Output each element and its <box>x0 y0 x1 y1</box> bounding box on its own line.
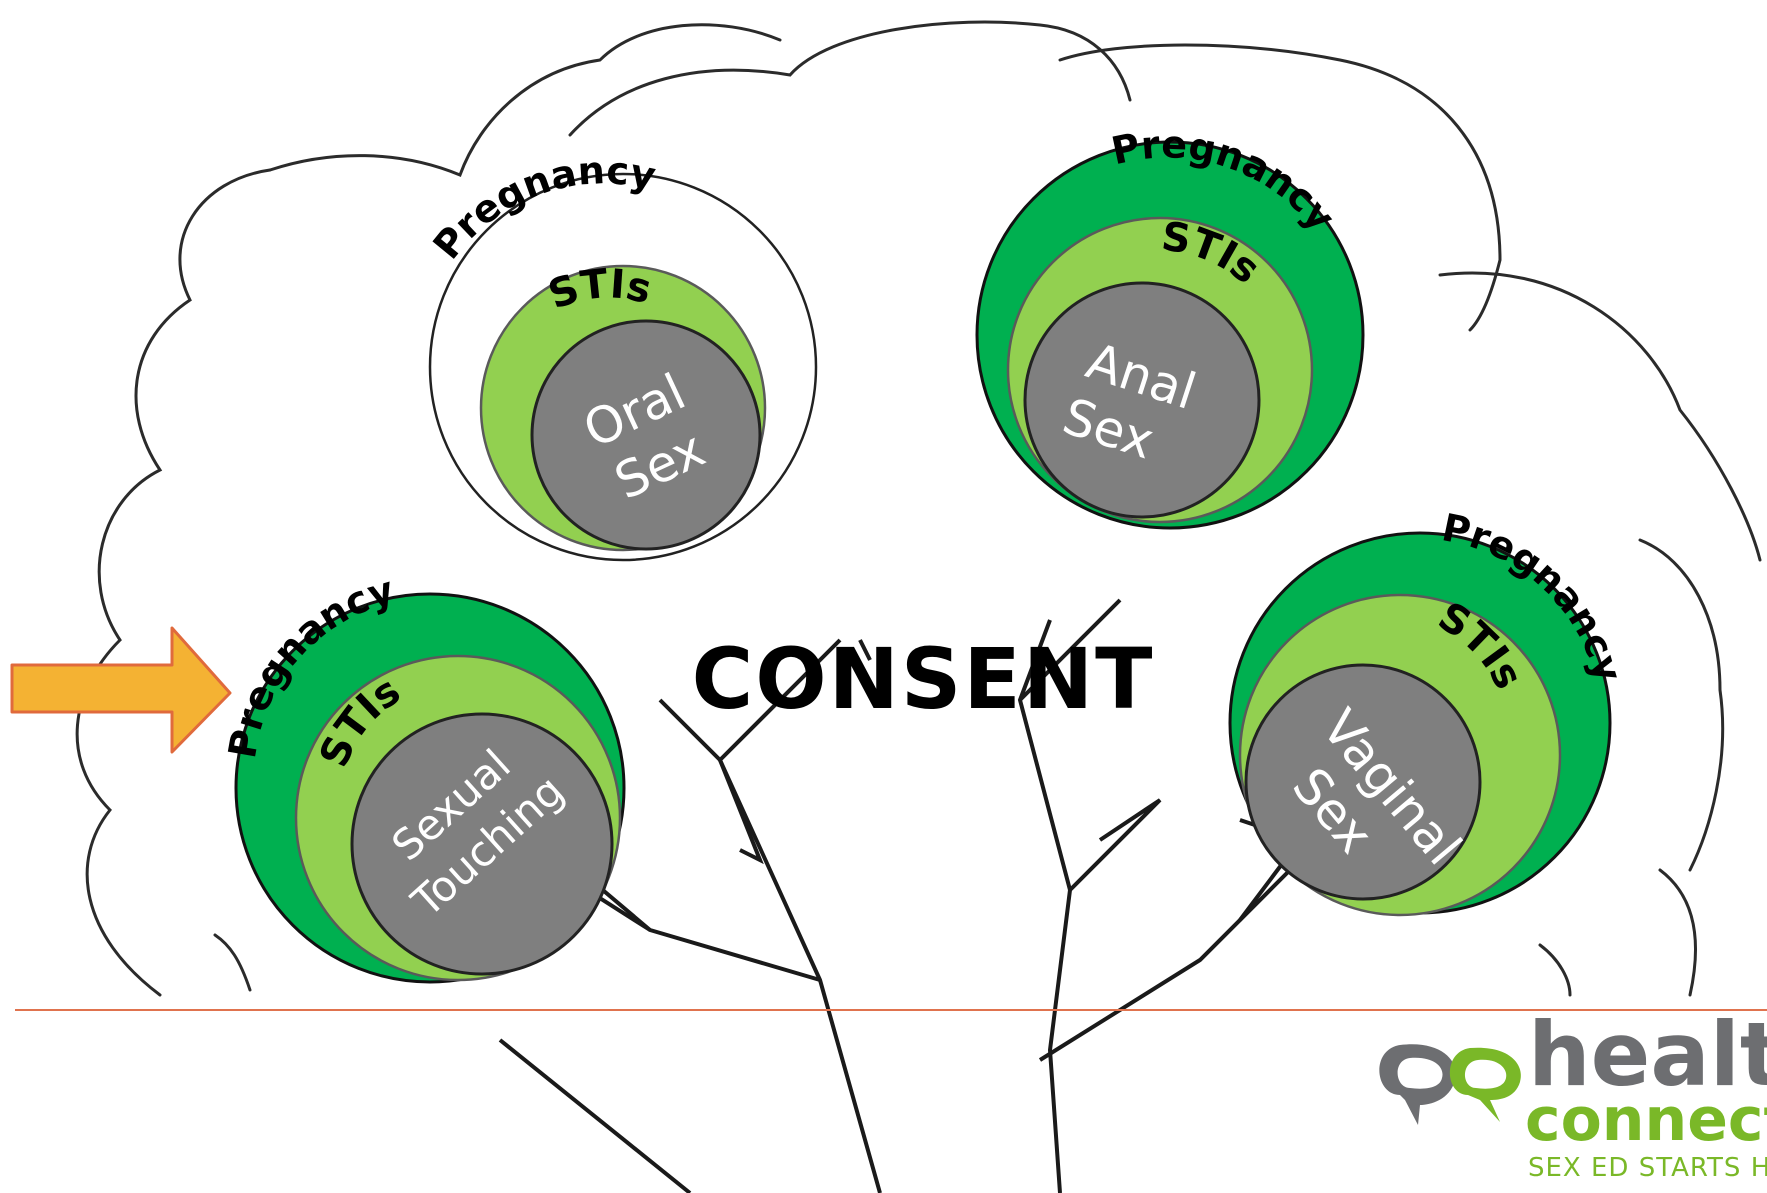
logo-text-line1: healt <box>1528 1003 1767 1106</box>
circle-oral-sex: Pregnancy STIs Oral Sex <box>425 148 818 562</box>
tree-canopy-outline <box>75 20 1762 997</box>
circle-anal-sex: Pregnancy STIs Anal Sex <box>975 122 1365 530</box>
speech-bubbles-icon <box>1379 1044 1521 1125</box>
core-circle <box>530 319 762 551</box>
logo-tagline: SEX ED STARTS H <box>1528 1153 1767 1183</box>
core-circle <box>350 712 614 976</box>
brand-logo: healt connect SEX ED STARTS H <box>1379 1003 1767 1183</box>
core-circle <box>1244 663 1482 901</box>
circle-sexual-touching: Pregnancy STIs Sexual Touching <box>220 568 626 984</box>
right-arrow-icon <box>10 626 232 754</box>
consent-label: CONSENT <box>692 630 1155 728</box>
logo-text-line2: connect <box>1525 1085 1767 1155</box>
core-circle <box>1023 281 1261 519</box>
circle-vaginal-sex: Pregnancy STIs Vaginal Sex <box>1228 505 1631 917</box>
